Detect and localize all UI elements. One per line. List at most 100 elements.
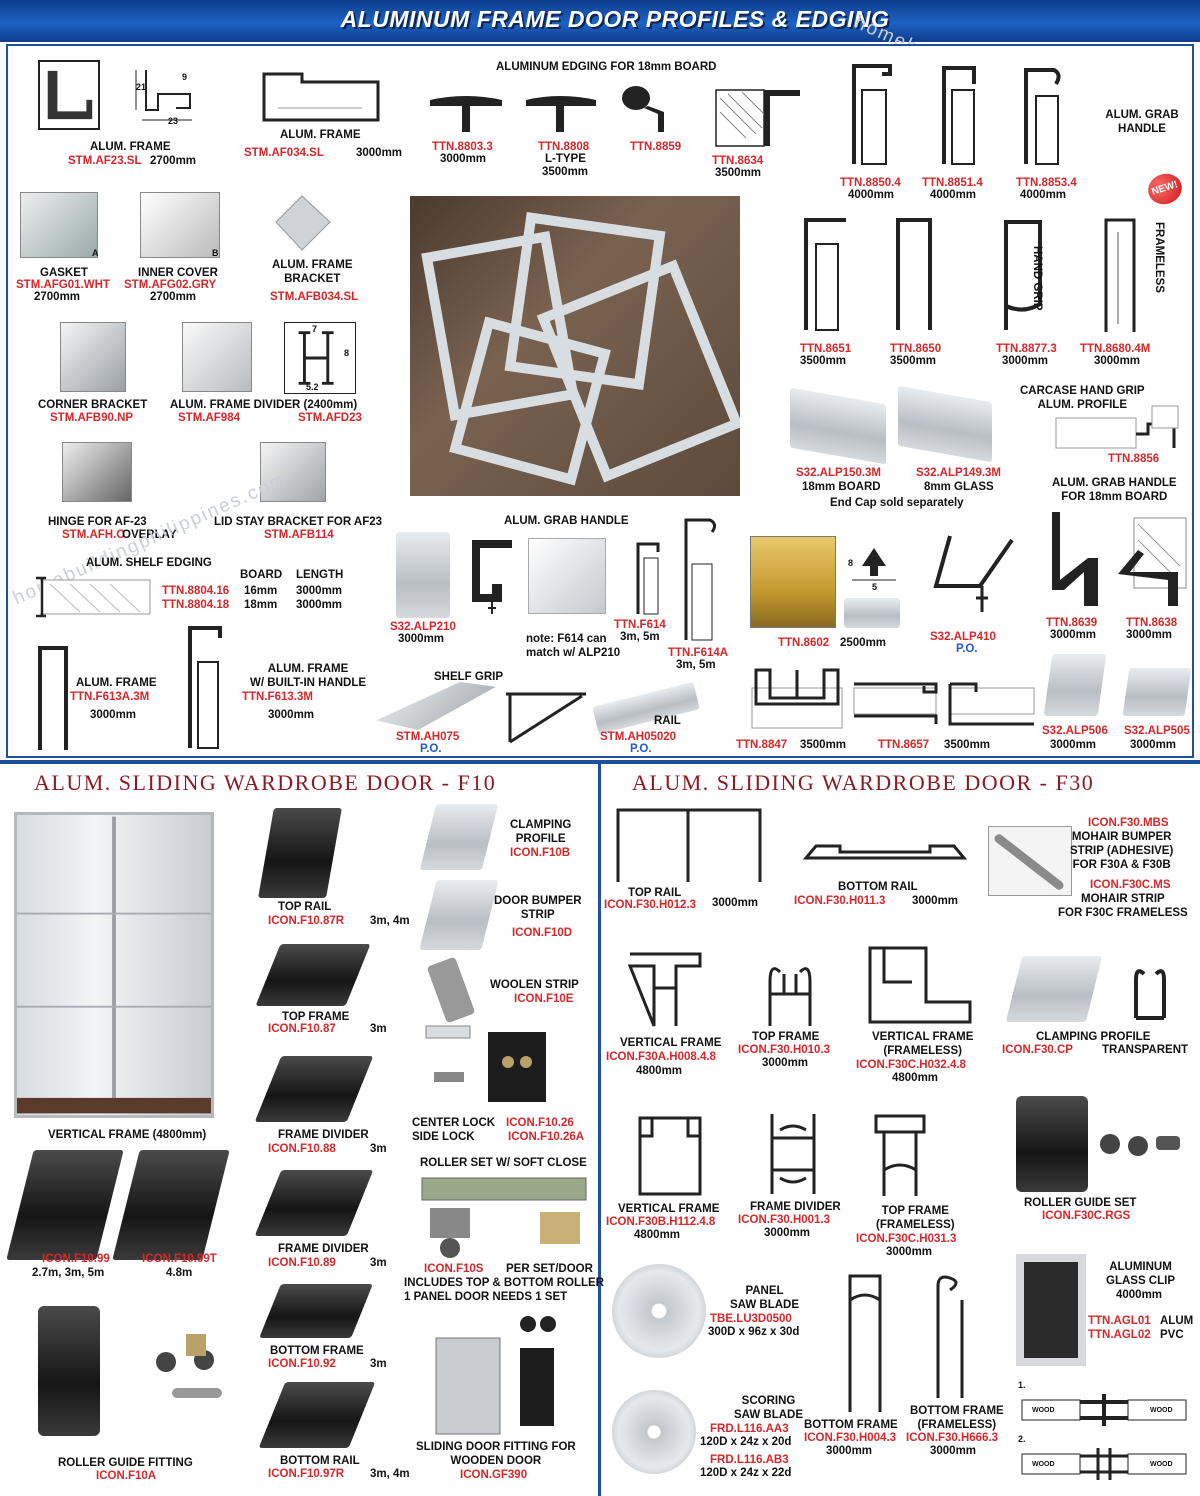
grab-8851-code: TTN.8851.4 (922, 177, 983, 189)
f30-frame-divider-length: 3000mm (764, 1227, 811, 1239)
f30-panel-blade-spec: 300D x 96z x 30d (708, 1326, 800, 1338)
f10-divider1-code: ICON.F10.88 (268, 1143, 336, 1155)
f30-clamping-photo (1005, 956, 1103, 1022)
f10-bottom-rail-length: 3m, 4m (370, 1468, 410, 1480)
f8651-figure (798, 214, 850, 334)
af23-dimension-drawing (132, 64, 202, 126)
f613-code: TTN.F613A.3M (70, 691, 150, 703)
f10-clamping-name: CLAMPING PROFILE (510, 819, 572, 845)
f10-bottom-frame-photo (259, 1284, 373, 1338)
f10-roller-set-note2: 1 PANEL DOOR NEEDS 1 SET (404, 1291, 568, 1303)
t8657-code: TTN.8657 (878, 739, 930, 751)
f614-code: TTN.F614 (614, 619, 666, 631)
f30-bottom-frame-code: ICON.F30.H004.3 (804, 1432, 897, 1444)
f30-scoring-blade-code2: FRD.L116.AB3 (710, 1454, 789, 1466)
f30-frame-divider-code: ICON.F30.H001.3 (738, 1214, 831, 1226)
hinge-overlay: OVERLAY (122, 529, 177, 541)
f30-roller-guide-photo (1016, 1096, 1088, 1192)
f30-scoring-blade-name: SCORING SAW BLADE (734, 1395, 803, 1421)
f30-roller-guide-code: ICON.F30C.RGS (1042, 1210, 1131, 1222)
f30-glass-clip-code1: TTN.AGL01 (1088, 1315, 1151, 1327)
f10-wardrobe-photo (14, 812, 214, 1118)
t8602-code: TTN.8602 (778, 637, 830, 649)
grab-8853-length: 4000mm (1020, 189, 1067, 201)
inner-cover-tag: B (212, 248, 219, 258)
f30-top-frame-drawing (764, 954, 816, 1030)
f10-bumper-name: DOOR BUMPER STRIP (494, 895, 582, 921)
alp210-code: S32.ALP210 (390, 621, 456, 633)
inner-cover-code: STM.AFG02.GRY (124, 279, 217, 291)
edging-8803-length: 3000mm (440, 153, 487, 165)
t8638-code: TTN.8638 (1126, 617, 1178, 629)
f30-bottom-frame-length: 3000mm (826, 1445, 873, 1457)
t8602-dim-5: 5 (872, 582, 878, 592)
f8877-length: 3000mm (1002, 355, 1049, 367)
f30-top-frame-name: TOP FRAME (752, 1031, 820, 1043)
grab-handle-group-title: ALUM. GRAB HANDLE (504, 515, 629, 527)
f30-bottom-frame-drawing (842, 1270, 888, 1416)
f10-99-length: 2.7m, 3m, 5m (32, 1267, 105, 1279)
af23-dim-23: 23 (168, 116, 179, 126)
f10-roller-set-per: PER SET/DOOR (506, 1263, 593, 1275)
f10-bottom-rail-name: BOTTOM RAIL (280, 1455, 360, 1467)
rail-po: P.O. (630, 743, 652, 755)
alp410-po: P.O. (956, 643, 978, 655)
edging-8808-type: L-TYPE (545, 153, 586, 165)
f613h-name: ALUM. FRAME W/ BUILT-IN HANDLE (250, 663, 367, 689)
f30-vf-b-code: ICON.F30B.H112.4.8 (606, 1216, 716, 1228)
f613-drawing (32, 642, 72, 754)
f8650-code: TTN.8650 (890, 343, 942, 355)
lid-stay-figure (260, 442, 326, 502)
f30-roller-guide-parts (1096, 1120, 1186, 1180)
t8639-length: 3000mm (1050, 629, 1097, 641)
f10-title: ALUM. SLIDING WARDROBE DOOR - F10 (34, 770, 497, 795)
f10-center-lock-name: CENTER LOCK (412, 1117, 496, 1129)
f30-clamping-code: ICON.F30.CP (1002, 1044, 1073, 1056)
f30-bottom-rail-name: BOTTOM RAIL (838, 881, 918, 893)
grab-8851-length: 4000mm (930, 189, 977, 201)
f614a-code: TTN.F614A (668, 647, 729, 659)
edging-8634-length: 3500mm (715, 167, 762, 179)
divider-code-2: STM.AFD23 (298, 412, 362, 424)
f10-side-lock-name: SIDE LOCK (412, 1131, 475, 1143)
divider-dim-5-2: 5.2 (306, 382, 319, 392)
af034-profile-figure (258, 68, 384, 124)
edging-8803-figure (426, 92, 506, 136)
f30-glass-clip-length: 4000mm (1116, 1289, 1163, 1301)
f30-panel-blade-photo (612, 1264, 706, 1358)
hinge-name: HINGE FOR AF-23 (48, 516, 147, 528)
f30-mohair-code2: ICON.F30C.MS (1090, 879, 1171, 891)
f10-divider2-length: 3m (370, 1257, 387, 1269)
edging-8808-length: 3500mm (542, 166, 589, 178)
clip-diagram-label-1: 1. (1018, 1380, 1026, 1390)
frame-bracket-name: ALUM. FRAME BRACKET (272, 259, 353, 285)
f8680-note: FRAMELESS (1153, 222, 1165, 293)
gasket-code: STM.AFG01.WHT (16, 279, 110, 291)
f30-bottom-rail-code: ICON.F30.H011.3 (794, 895, 886, 907)
f30-glass-clip-photo (1016, 1254, 1086, 1366)
section-divider-vertical (598, 764, 601, 1496)
f10-bottom-rail-photo (258, 1382, 376, 1448)
t8638-figure (1114, 514, 1190, 610)
grab-8850-code: TTN.8850.4 (840, 177, 901, 189)
section-divider-horizontal (0, 760, 1200, 764)
inner-cover-figure (140, 192, 220, 258)
f10-top-frame-photo (255, 944, 371, 1006)
shelf-edging-row-board: 18mm (244, 599, 278, 611)
f10-roller-guide-photo (38, 1306, 100, 1436)
f10-roller-guide-name: ROLLER GUIDE FITTING (58, 1457, 193, 1469)
f613-length: 3000mm (90, 709, 137, 721)
f10-sliding-fitting-photo (430, 1314, 570, 1438)
f30-top-frame-c-name: TOP FRAME (FRAMELESS) (876, 1205, 955, 1231)
f10-woolen-name: WOOLEN STRIP (490, 979, 579, 991)
f613h-code: TTN.F613.3M (242, 691, 313, 703)
f10-roller-set-name: ROLLER SET W/ SOFT CLOSE (420, 1157, 587, 1169)
f30-title: ALUM. SLIDING WARDROBE DOOR - F30 (632, 770, 1095, 795)
f30-vf-a-code: ICON.F30A.H008.4.8 (606, 1051, 716, 1063)
grab-handle-title: ALUM. GRAB HANDLE (1105, 109, 1179, 135)
edging-8859-code: TTN.8859 (630, 141, 682, 153)
f10-vertical-frame-caption: VERTICAL FRAME (4800mm) (48, 1129, 207, 1141)
shelf-grip-code: STM.AH075 (396, 731, 460, 743)
f10-top-rail-code: ICON.F10.87R (268, 915, 345, 927)
gasket-name: GASKET (40, 267, 88, 279)
